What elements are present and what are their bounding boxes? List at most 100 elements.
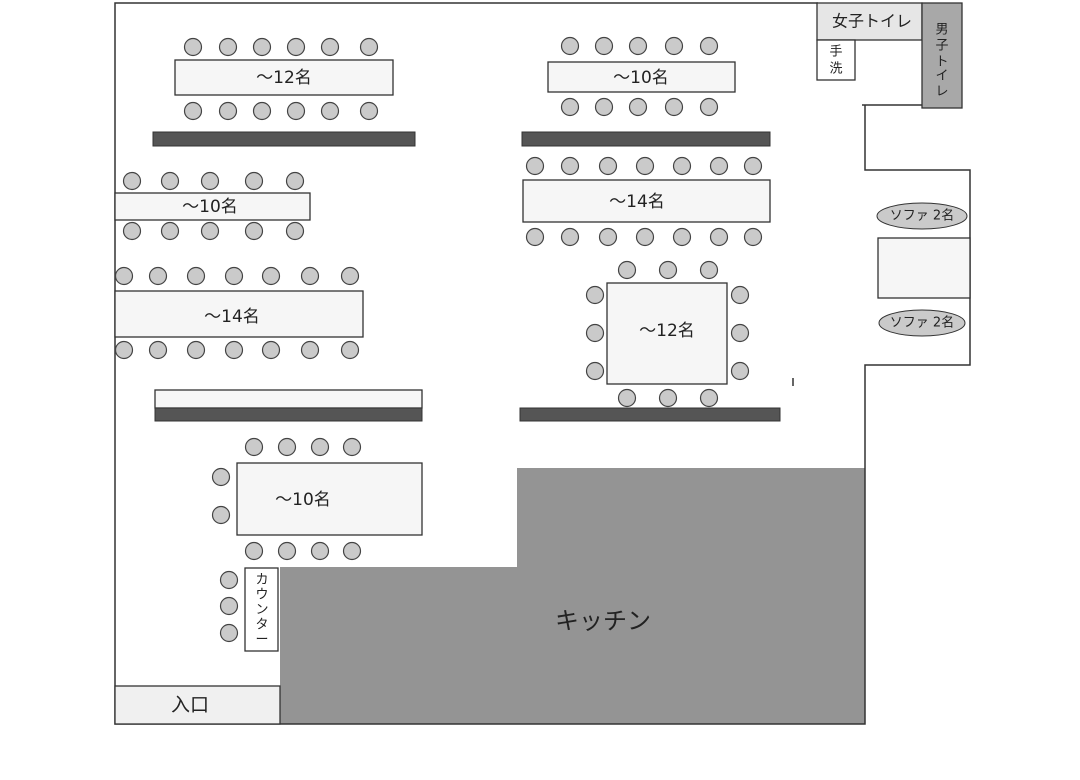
table-10-left[interactable] [114,192,311,221]
chair [219,570,239,590]
svg-text:レ: レ [935,85,948,100]
sofa-label: ソファ 2名 [890,315,954,331]
sofa-table[interactable] [877,237,971,299]
chair [730,285,750,305]
chair [658,388,678,408]
womens-toilet[interactable] [816,2,923,41]
table-label: ～10名 [182,197,238,217]
outer-wall [114,2,971,725]
chair [277,437,297,457]
chair [285,221,305,241]
chair [160,221,180,241]
entrance-label: 入口 [171,694,209,716]
chair [183,101,203,121]
entrance[interactable] [114,685,281,725]
chair [525,156,545,176]
handwash [816,39,856,81]
chair [699,97,719,117]
sofa[interactable] [876,202,968,230]
chair [730,361,750,381]
chair [122,221,142,241]
svg-text:イ: イ [935,69,948,84]
kitchen-label: キッチン [555,607,651,635]
table-14-right[interactable] [522,179,771,223]
handwash-label: 洗 [829,62,842,77]
chair [560,36,580,56]
chair [709,156,729,176]
chair [219,596,239,616]
chair [359,37,379,57]
chair [186,340,206,360]
svg-text:男: 男 [935,23,948,38]
svg-text:ウ: ウ [255,588,268,603]
table-label: ～10名 [613,68,669,88]
chair [560,156,580,176]
partition [519,407,781,422]
svg-text:カ: カ [255,573,268,588]
table-label: ～14名 [204,307,260,327]
chair [525,227,545,247]
table-12-square[interactable] [606,282,728,385]
womens-toilet-label: 女子トイレ [832,12,912,31]
table-label: ～10名 [275,490,331,510]
chair [359,101,379,121]
chair [594,97,614,117]
chair [277,541,297,561]
chair [672,227,692,247]
chair [286,101,306,121]
chair [658,260,678,280]
chair [211,467,231,487]
chair [148,340,168,360]
table-12-top-left[interactable] [174,59,394,96]
mens-toilet-label: 男 子 ト イ レ [935,23,948,100]
chair [699,388,719,408]
chair [114,266,134,286]
chair [628,97,648,117]
mens-toilet[interactable] [921,2,963,109]
svg-text:タ: タ [255,618,268,633]
chair [342,437,362,457]
chair [218,37,238,57]
sofa[interactable] [878,309,966,337]
chair [598,156,618,176]
handwash-label: 手 [829,45,842,60]
svg-text:ト: ト [935,55,948,70]
chair [585,323,605,343]
chair [244,171,264,191]
chair [252,101,272,121]
chair [598,227,618,247]
counter[interactable] [244,567,279,652]
chair [340,340,360,360]
chair [244,541,264,561]
table-label: ～12名 [639,321,695,341]
svg-text:子: 子 [935,39,948,54]
partition-shelf [154,389,423,409]
chairs [114,36,763,643]
kitchen-area [280,468,865,724]
table-14-left[interactable] [114,290,364,338]
table-10-top-right[interactable] [547,61,736,93]
chair [285,171,305,191]
chair [664,97,684,117]
table-label: ～14名 [609,192,665,212]
table-label: ～12名 [256,68,312,88]
chair [342,541,362,561]
chair [261,340,281,360]
chair [594,36,614,56]
chair [672,156,692,176]
counter-label: カ ウ ン タ ー [255,573,268,648]
chair [300,340,320,360]
chair [219,623,239,643]
partition [154,407,423,422]
chair [186,266,206,286]
chair [617,388,637,408]
chair [340,266,360,286]
table-10-bottom[interactable] [236,462,423,536]
chair [699,260,719,280]
chair [617,260,637,280]
chair [635,156,655,176]
chair [252,37,272,57]
chair [148,266,168,286]
chair [244,221,264,241]
